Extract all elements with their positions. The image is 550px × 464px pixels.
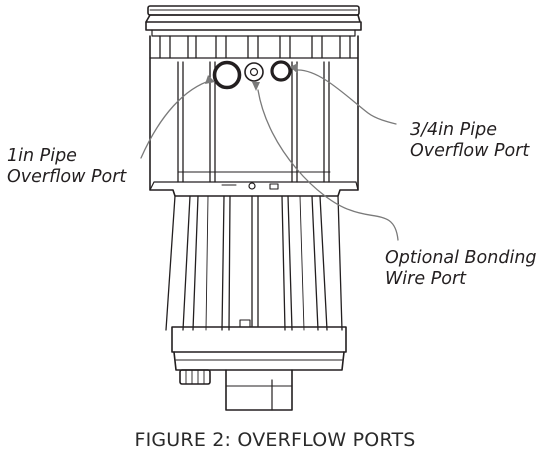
callout-line-1: 1in Pipe: [7, 146, 77, 166]
callout-line-1: 3/4in Pipe: [410, 120, 497, 140]
callout-three-quarter-pipe-overflow-port: 3/4in Pipe Overflow Port: [410, 120, 529, 162]
skimmer-legs: [165, 195, 343, 331]
callout-line-2: Overflow Port: [7, 167, 127, 187]
skimmer-body: [149, 35, 359, 197]
skimmer-collar-ribs: [149, 35, 359, 59]
figure-caption: FIGURE 2: OVERFLOW PORTS: [134, 429, 416, 451]
skimmer-bottom-band: [171, 319, 347, 371]
callout-leaders: [140, 69, 399, 241]
skimmer-outlet: [179, 369, 293, 411]
callout-line-1: Optional Bonding: [385, 248, 537, 268]
leader-arrowheads: [205, 63, 298, 91]
leader-one-inch: [140, 79, 213, 159]
leader-three-quarter: [297, 69, 397, 125]
three-quarter-port: [270, 60, 292, 82]
leader-bonding: [257, 89, 399, 241]
bonding-wire-port: [244, 62, 264, 82]
callout-line-2: Wire Port: [385, 269, 467, 289]
callout-line-2: Overflow Port: [410, 141, 530, 161]
skimmer-lid: [145, 5, 362, 37]
overflow-ports: [212, 60, 292, 90]
one-inch-port: [212, 60, 242, 90]
callout-one-inch-pipe-overflow-port: 1in Pipe Overflow Port: [7, 146, 126, 188]
callout-optional-bonding-wire-port: Optional Bonding Wire Port: [385, 248, 537, 290]
